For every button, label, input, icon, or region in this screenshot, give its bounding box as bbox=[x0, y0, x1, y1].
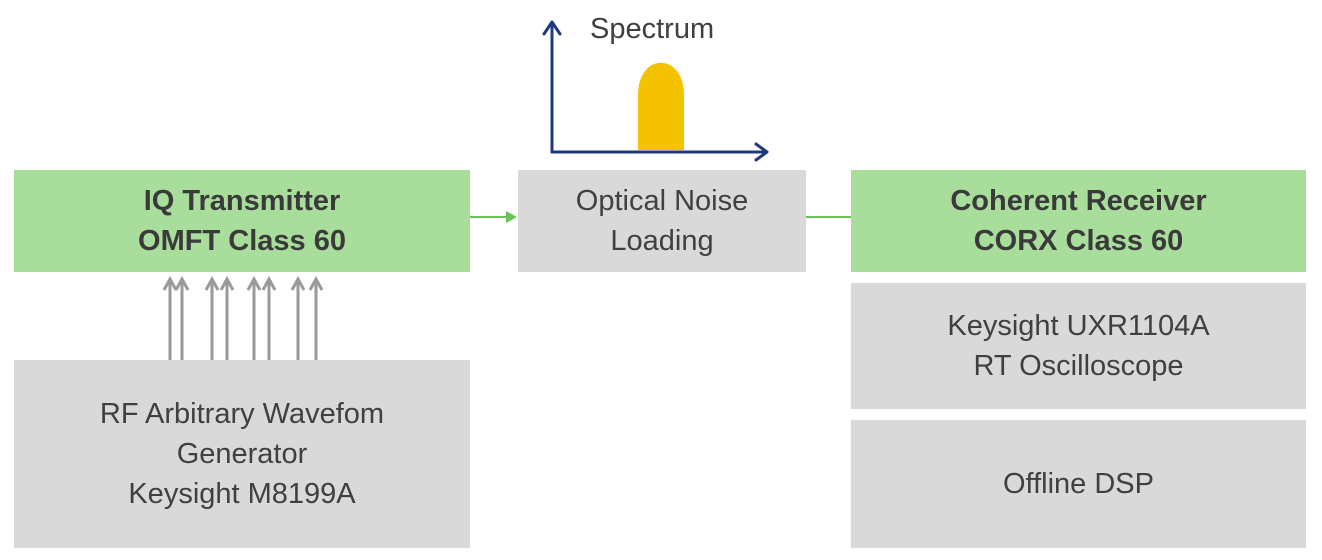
oscilloscope-block: Keysight UXR1104A RT Oscilloscope bbox=[851, 283, 1306, 409]
noise-loading-line2: Loading bbox=[610, 225, 714, 257]
iq-transmitter-title: IQ Transmitter bbox=[143, 185, 341, 217]
oscilloscope-line2: RT Oscilloscope bbox=[973, 350, 1184, 382]
oscilloscope-line1: Keysight UXR1104A bbox=[947, 310, 1210, 342]
offline-dsp-label: Offline DSP bbox=[1003, 468, 1154, 500]
optical-link-arrowhead bbox=[506, 211, 517, 223]
iq-transmitter-class: OMFT Class 60 bbox=[138, 225, 346, 257]
awg-line3: Keysight M8199A bbox=[128, 478, 356, 510]
awg-line1: RF Arbitrary Wavefom bbox=[99, 398, 385, 430]
spectrum-label: Spectrum bbox=[590, 13, 715, 45]
coherent-receiver-block: Coherent Receiver CORX Class 60 bbox=[851, 170, 1306, 272]
rf-arrows bbox=[162, 275, 324, 360]
spectrum-shape bbox=[638, 62, 684, 150]
coherent-receiver-class: CORX Class 60 bbox=[973, 225, 1184, 257]
rf-awg-block: RF Arbitrary Wavefom Generator Keysight … bbox=[14, 360, 470, 548]
awg-line2: Generator bbox=[176, 438, 308, 470]
coherent-receiver-title: Coherent Receiver bbox=[950, 185, 1207, 217]
spectrum-x-arrowhead bbox=[754, 142, 769, 162]
optical-noise-loading-block: Optical Noise Loading bbox=[518, 170, 806, 272]
iq-transmitter-block: IQ Transmitter OMFT Class 60 bbox=[14, 170, 470, 272]
offline-dsp-block: Offline DSP bbox=[851, 420, 1306, 548]
noise-loading-line1: Optical Noise bbox=[575, 185, 749, 217]
spectrum-y-arrowhead bbox=[542, 20, 562, 36]
